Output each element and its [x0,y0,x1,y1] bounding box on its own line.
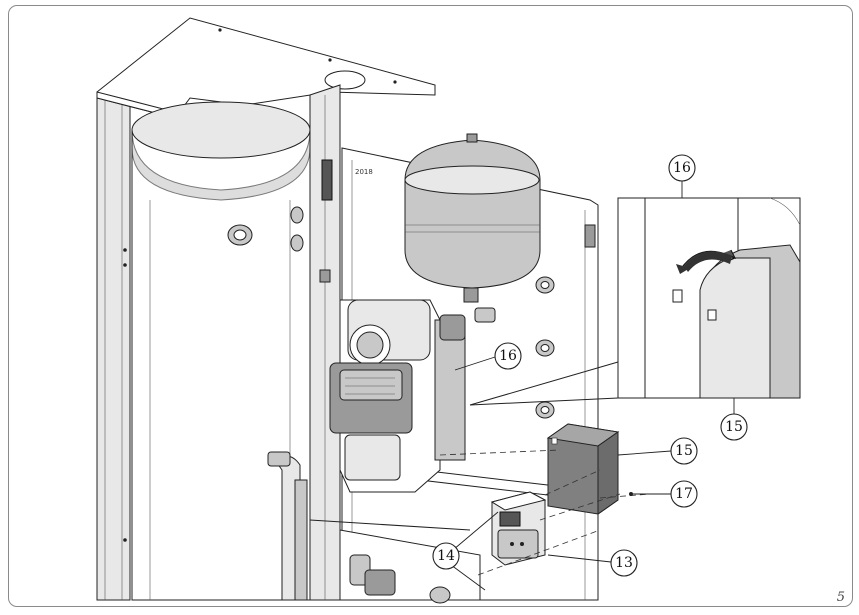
svg-text:14: 14 [437,548,455,564]
pump-group [329,299,496,493]
svg-text:2018: 2018 [355,168,373,176]
svg-text:16: 16 [499,348,517,364]
alignment-lines [439,449,651,576]
page-number: 5 [836,590,845,605]
svg-text:16: 16 [673,160,691,176]
water-tank [131,101,311,601]
top-cover-plate [96,17,436,119]
expansion-vessel [404,133,541,303]
detail-inset [469,197,801,406]
callout-14: 14 [432,542,460,570]
callout-16-main: 16 [494,342,522,370]
svg-text:15: 15 [725,419,743,435]
callout-13: 13 [610,549,638,577]
callout-17: 17 [670,480,698,508]
side-post [290,84,341,601]
svg-text:15: 15 [675,443,693,459]
controller-unit [490,491,547,566]
left-frame-column [96,91,131,601]
callout-15-main: 15 [670,437,698,465]
svg-text:17: 17 [675,486,693,502]
callout-16-detail: 16 [668,154,696,182]
cover-panel [546,423,620,515]
svg-text:13: 13 [615,555,633,571]
callout-15-detail: 15 [720,413,748,441]
bottom-pipework [267,451,481,604]
